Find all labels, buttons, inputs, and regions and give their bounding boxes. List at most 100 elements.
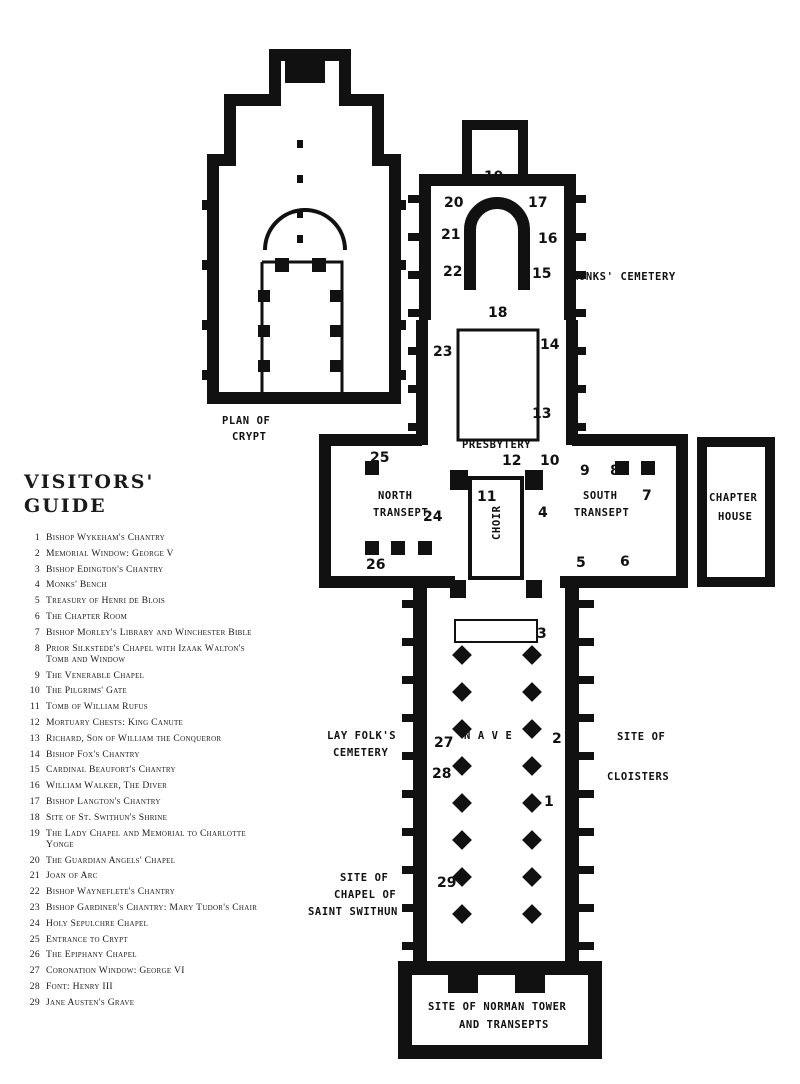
plan-marker-9: 9 bbox=[580, 463, 590, 479]
legend-item-text: Bishop Wykeham's Chantry bbox=[46, 532, 166, 543]
transept-pier bbox=[418, 541, 432, 555]
legend-item-number: 15 bbox=[29, 764, 40, 776]
norman-tower-label-2: AND TRANSEPTS bbox=[459, 1019, 549, 1031]
buttress bbox=[574, 347, 586, 355]
legend-item-number: 28 bbox=[29, 980, 40, 992]
swithun-label: SITE OF bbox=[340, 872, 388, 884]
legend-item-text: Bishop Wayneflete's Chantry bbox=[46, 886, 175, 898]
nave-pier bbox=[522, 793, 542, 813]
buttress bbox=[402, 942, 418, 950]
nave-pier bbox=[452, 682, 472, 702]
nave-pier bbox=[522, 682, 542, 702]
legend-item-number: 8 bbox=[34, 642, 40, 654]
buttress bbox=[408, 309, 420, 317]
plan-marker-4: 4 bbox=[538, 505, 548, 521]
legend-item-number: 18 bbox=[29, 811, 40, 823]
legend-item-number: 4 bbox=[34, 579, 40, 591]
transept-pier bbox=[365, 461, 379, 475]
plan-marker-21: 21 bbox=[441, 227, 460, 243]
legend-item-text: Bishop Morley's Library and Winchester B… bbox=[46, 626, 252, 638]
legend-item-text: Bishop Langton's Chantry bbox=[46, 795, 161, 807]
plan-marker-12: 12 bbox=[502, 453, 521, 469]
plan-marker-17: 17 bbox=[528, 195, 547, 211]
choir-label: CHOIR bbox=[491, 505, 503, 540]
nave-pier bbox=[522, 645, 542, 665]
buttress bbox=[408, 423, 420, 431]
buttress bbox=[402, 904, 418, 912]
legend-item-number: 22 bbox=[29, 886, 40, 898]
legend-item-text: The Pilgrims' Gate bbox=[46, 685, 127, 697]
nave-pier bbox=[452, 719, 472, 739]
legend-item-number: 6 bbox=[34, 610, 40, 622]
buttress bbox=[578, 866, 594, 874]
legend-item-text: The Epiphany Chapel bbox=[46, 949, 137, 961]
legend-item: 22 Bishop Wayneflete's Chantry bbox=[24, 886, 264, 897]
buttress bbox=[578, 904, 594, 912]
buttress bbox=[408, 385, 420, 393]
plan-marker-27: 27 bbox=[434, 735, 453, 751]
legend-item-number: 20 bbox=[29, 854, 40, 866]
legend-item-text: Holy Sepulchre Chapel bbox=[46, 917, 149, 929]
legend-item-number: 7 bbox=[34, 626, 40, 638]
legend-item-number: 2 bbox=[34, 547, 40, 559]
cloisters-label-2: CLOISTERS bbox=[607, 771, 669, 783]
transept-pier bbox=[391, 541, 405, 555]
crypt-label: PLAN OF bbox=[222, 415, 270, 427]
buttress bbox=[578, 638, 594, 646]
nave-pier bbox=[452, 867, 472, 887]
buttress bbox=[578, 828, 594, 836]
nave-pier bbox=[452, 904, 472, 924]
legend-item-number: 23 bbox=[29, 901, 40, 913]
buttress bbox=[578, 790, 594, 798]
buttress bbox=[578, 714, 594, 722]
nave-pier bbox=[452, 756, 472, 776]
buttress bbox=[402, 752, 418, 760]
buttress bbox=[578, 676, 594, 684]
buttress bbox=[402, 714, 418, 722]
legend-item-number: 13 bbox=[29, 732, 40, 744]
swithun-label-3: SAINT SWITHUN bbox=[308, 906, 398, 918]
buttress bbox=[578, 942, 594, 950]
norman-tower-label: SITE OF NORMAN TOWER bbox=[428, 1001, 567, 1013]
legend-item-text: The Chapter Room bbox=[46, 610, 128, 622]
nave-label: N A V E bbox=[464, 730, 512, 742]
legend-title-line2: GUIDE bbox=[24, 495, 107, 517]
plan-marker-10: 10 bbox=[540, 453, 560, 469]
south-transept-label: SOUTH bbox=[583, 490, 618, 502]
cloisters-label: SITE OF bbox=[617, 731, 665, 743]
legend-item-text: Jane Austen's Grave bbox=[46, 996, 135, 1008]
buttress bbox=[574, 271, 586, 279]
nave-pier bbox=[452, 645, 472, 665]
nave-pier bbox=[522, 867, 542, 887]
buttress bbox=[402, 866, 418, 874]
plan-marker-13: 13 bbox=[532, 406, 551, 422]
buttress bbox=[574, 423, 586, 431]
plan-marker-25: 25 bbox=[370, 450, 389, 466]
legend-item-number: 21 bbox=[29, 870, 40, 882]
nave-pier bbox=[522, 904, 542, 924]
monks-cemetery-label: MONKS' CEMETERY bbox=[572, 271, 676, 283]
plan-marker-20: 20 bbox=[444, 195, 464, 211]
plan-marker-15: 15 bbox=[532, 266, 551, 282]
legend-item-text: Bishop Fox's Chantry bbox=[46, 748, 140, 760]
nave-pier bbox=[452, 830, 472, 850]
buttress bbox=[408, 233, 420, 241]
plan-labels: PLAN OF CRYPT MONKS' CEMETERY PRESBYTERY… bbox=[222, 271, 757, 1031]
crypt-plan bbox=[202, 49, 406, 404]
